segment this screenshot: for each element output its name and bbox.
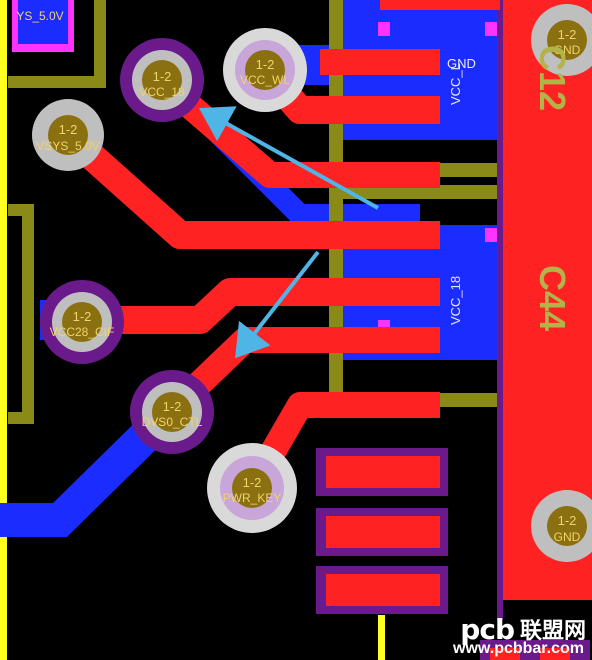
ref-c12-label: C12 <box>532 45 573 111</box>
right-pour-mask <box>497 0 503 620</box>
top-left-pad-blue <box>18 0 68 44</box>
pad-net-label: PWR_KEY <box>223 491 282 505</box>
pad-number-label: 1-2 <box>558 513 577 528</box>
highlight-pad-4 <box>485 228 497 242</box>
via-vcc28[interactable]: 1-2 VCC28_CIF <box>40 280 124 364</box>
pad-net-label: VCC_WL <box>240 73 290 87</box>
pad-net-label: VCC28_CIF <box>50 325 115 339</box>
vcc-l-net-label: VCC_L <box>448 63 463 105</box>
ref-c44-label: C44 <box>532 265 573 331</box>
watermark: pcb 联盟网 <box>460 613 586 646</box>
pad-net-label: VCC_18 <box>139 85 185 99</box>
pad-number-label: 1-2 <box>59 122 78 137</box>
top-trace-vsys <box>58 124 440 249</box>
bottom-trace-dvs0 <box>0 397 184 537</box>
pad-number-label: 1-2 <box>73 309 92 324</box>
top-left-net-label: YS_5.0V <box>16 9 63 23</box>
top-trace-vcc18 <box>151 70 440 188</box>
via-pwrkey[interactable]: 1-2 PWR_KEY <box>207 443 297 533</box>
watermark-brand: 联盟网 <box>519 619 586 644</box>
via-vcc18[interactable]: 1-2 VCC_18 <box>120 38 204 122</box>
via-gnd-bottom[interactable]: 1-2 GND <box>531 490 592 562</box>
highlight-pad-1 <box>378 22 390 36</box>
ic-pad-column <box>316 448 590 660</box>
pad-number-label: 1-2 <box>153 69 172 84</box>
pad-number-label: 1-2 <box>243 475 262 490</box>
pad-net-label: VSYS_5.0V <box>36 139 99 153</box>
via-gnd-top[interactable]: 1-2 GND <box>531 4 592 76</box>
watermark-logo: pcb <box>460 612 515 646</box>
pad-number-label: 1-2 <box>163 399 182 414</box>
board-edge-bottom-stub <box>378 615 385 660</box>
silk-left-bracket <box>8 204 34 424</box>
via-vsys[interactable]: 1-2 VSYS_5.0V <box>32 99 104 171</box>
pad-net-label: DVS0_CTL <box>142 415 203 429</box>
top-pad-upper <box>380 0 500 10</box>
gnd-net-label: GND <box>447 56 476 71</box>
annotation-arrow-lower <box>235 250 320 359</box>
annotation-arrow-upper <box>199 106 379 210</box>
board-edge-left <box>0 0 7 660</box>
pad-number-label: 1-2 <box>256 57 275 72</box>
via-dvs0[interactable]: 1-2 DVS0_CTL <box>130 370 214 454</box>
pad-number-label: 1-2 <box>558 27 577 42</box>
vcc-18-net-label: VCC_18 <box>448 276 463 325</box>
pad-net-label: GND <box>554 530 581 544</box>
watermark-url: www.pcbbar.com <box>453 640 584 657</box>
top-trace-vcc28 <box>82 278 440 334</box>
silk-top-left-frame <box>8 0 106 88</box>
pad-net-label: GND <box>554 43 581 57</box>
highlight-pad-2 <box>485 22 497 36</box>
via-vccwl[interactable]: 1-2 VCC_WL <box>223 28 307 112</box>
